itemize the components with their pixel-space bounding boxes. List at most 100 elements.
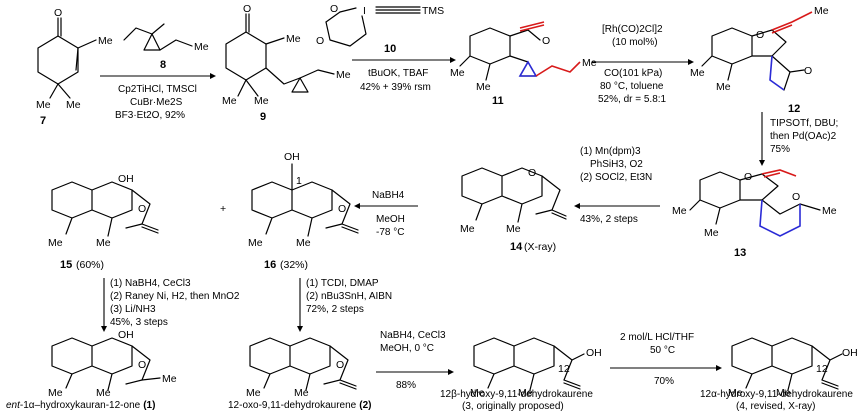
compound-3-name: 12β-hydroxy-9,11-dehydrokaurene	[440, 389, 593, 400]
compound-1: OH O Me Me Me ent-1α–hydroxykauran-12-on…	[6, 329, 177, 411]
methyl-label: Me	[222, 95, 237, 107]
caption-italic: ent	[6, 400, 21, 411]
condition-line: (2) Raney Ni, H2, then MnO2	[110, 291, 240, 302]
methyl-label: Me	[162, 373, 177, 385]
position-label: 12	[558, 363, 570, 375]
caption-name: 12-oxo-9,11-dehydrokaurene	[228, 400, 357, 411]
compound-14: O Me Me 14 (X-ray)	[460, 167, 567, 253]
methyl-label: Me	[672, 205, 687, 217]
oxygen-label: O	[316, 35, 324, 47]
hydroxyl-label: OH	[118, 173, 134, 185]
compound-number-9: 9	[260, 111, 266, 123]
methyl-label: Me	[716, 81, 731, 93]
methyl-label: Me	[98, 35, 113, 47]
methyl-label: Me	[336, 69, 351, 81]
oxygen-label: O	[792, 191, 800, 203]
oxygen-label: O	[138, 359, 146, 371]
hydroxyl-label: OH	[586, 347, 602, 359]
methyl-label: Me	[450, 67, 465, 79]
methyl-label: Me	[48, 237, 63, 249]
condition-line: 42% + 39% rsm	[360, 82, 431, 93]
methyl-label: Me	[690, 67, 705, 79]
position-label: 12	[816, 363, 828, 375]
xray-note: (X-ray)	[524, 241, 556, 253]
condition-line: 52%, dr = 5.8:1	[598, 94, 667, 105]
oxygen-label: O	[528, 167, 536, 179]
compound-11: O Me Me Me 11	[450, 21, 597, 107]
methyl-label: Me	[194, 41, 209, 53]
compound-number-13: 13	[734, 247, 746, 259]
caption-number: (2)	[359, 400, 371, 411]
iodine-label: I	[363, 5, 366, 17]
compound-number-11: 11	[492, 95, 504, 107]
compound-13: O O Me Me Me 13	[672, 169, 837, 259]
methyl-label: Me	[246, 387, 261, 399]
methyl-label: Me	[286, 33, 301, 45]
oxygen-label: O	[330, 3, 338, 15]
compound-number-14: 14	[510, 241, 523, 253]
methyl-label: Me	[36, 99, 51, 111]
compound-4: OH 12 Me Me 12α-hydroxy-9,11-dehydrokaur…	[700, 337, 858, 412]
condition-line: 50 °C	[650, 345, 675, 356]
condition-line: tBuOK, TBAF	[368, 68, 428, 79]
tms-label: TMS	[422, 5, 444, 17]
methyl-label: Me	[294, 387, 309, 399]
yield-label: (32%)	[280, 259, 308, 271]
condition-line: MeOH	[376, 214, 405, 225]
oxygen-label: O	[54, 7, 62, 19]
reaction-arrow-5: (1) Mn(dpm)3 PhSiH3, O2 (2) SOCl2, Et3N …	[574, 146, 660, 225]
condition-line: 80 °C, toluene	[600, 81, 664, 92]
condition-line: 45%, 3 steps	[110, 317, 168, 328]
condition-line: 70%	[654, 376, 674, 387]
methyl-label: Me	[822, 205, 837, 217]
reaction-arrow-7: (1) NaBH4, CeCl3 (2) Raney Ni, H2, then …	[101, 278, 240, 332]
condition-line: [Rh(CO)2Cl]2	[602, 24, 663, 35]
methyl-label: Me	[518, 387, 533, 399]
condition-line: BF3·Et2O, 92%	[115, 110, 185, 121]
oxygen-label: O	[336, 359, 344, 371]
reaction-arrow-4: TIPSOTf, DBU; then Pd(OAc)2 75%	[759, 112, 838, 166]
condition-line: Cp2TiHCl, TMSCl	[118, 84, 197, 95]
condition-line: NaBH4	[372, 190, 405, 201]
compound-number-15: 15	[60, 259, 72, 271]
condition-line: (2) SOCl2, Et3N	[580, 172, 652, 183]
condition-line: (1) NaBH4, CeCl3	[110, 278, 191, 289]
compound-9: O Me Me Me Me 9	[222, 3, 351, 123]
oxygen-label: O	[804, 65, 812, 77]
compound-number-16: 16	[264, 259, 276, 271]
condition-line: (2) nBu3SnH, AIBN	[306, 291, 392, 302]
reaction-arrow-9: NaBH4, CeCl3 MeOH, 0 °C 88%	[376, 330, 454, 391]
compound-3: OH 12 Me Me 12β-hydroxy-9,11-dehydrokaur…	[440, 337, 602, 412]
compound-8: Me 8	[123, 23, 209, 71]
condition-line: PhSiH3, O2	[590, 159, 643, 170]
condition-line: NaBH4, CeCl3	[380, 330, 446, 341]
methyl-label: Me	[96, 387, 111, 399]
caption-number: (1)	[143, 400, 155, 411]
compound-4-name: 12α-hydroxy-9,11-dehydrokaurene	[700, 389, 853, 400]
condition-line: (1) TCDI, DMAP	[306, 278, 379, 289]
methyl-label: Me	[728, 387, 743, 399]
condition-line: TIPSOTf, DBU;	[770, 118, 838, 129]
methyl-label: Me	[296, 237, 311, 249]
compound-10: O I O TMS 10	[316, 3, 444, 55]
condition-line: then Pd(OAc)2	[770, 131, 837, 142]
reaction-arrow-8: (1) TCDI, DMAP (2) nBu3SnH, AIBN 72%, 2 …	[297, 278, 392, 332]
methyl-label: Me	[66, 99, 81, 111]
reaction-arrow-2: tBuOK, TBAF 42% + 39% rsm	[352, 57, 456, 93]
methyl-label: Me	[248, 237, 263, 249]
condition-line: -78 °C	[376, 227, 404, 238]
oxygen-label: O	[138, 203, 146, 215]
methyl-label: Me	[814, 5, 829, 17]
oxygen-label: O	[542, 35, 550, 47]
hydroxyl-label: OH	[118, 329, 134, 341]
reaction-arrow-3: [Rh(CO)2Cl]2 (10 mol%) CO(101 kPa) 80 °C…	[592, 24, 694, 105]
compound-number-10: 10	[384, 43, 396, 55]
compound-2: O Me Me 12-oxo-9,11-dehydrokaurene(2)	[228, 337, 371, 411]
condition-line: CuBr·Me2S	[130, 97, 183, 108]
caption-name: -1α–hydroxykauran-12-one	[20, 400, 141, 411]
oxygen-label: O	[243, 3, 251, 15]
methyl-label: Me	[476, 81, 491, 93]
oxygen-label: O	[744, 171, 752, 183]
reaction-arrow-10: 2 mol/L HCl/THF 50 °C 70%	[610, 332, 722, 387]
